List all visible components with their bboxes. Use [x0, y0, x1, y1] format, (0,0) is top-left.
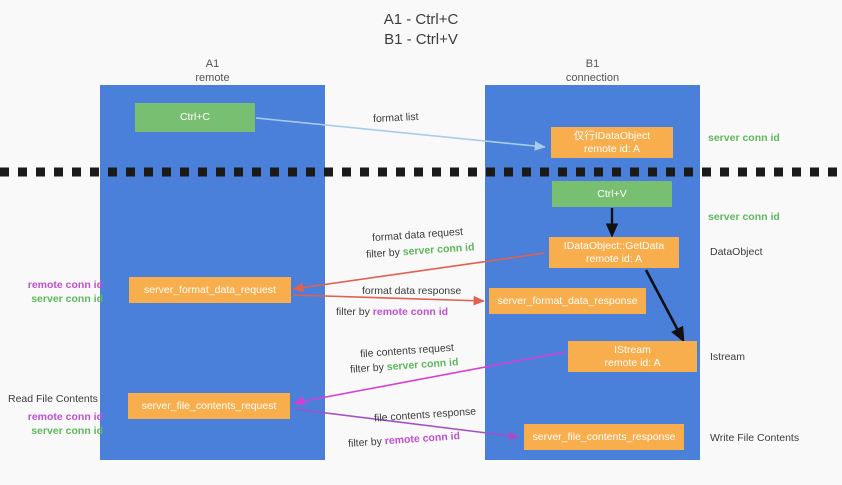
annotation-format-list: format list — [373, 110, 419, 126]
box-ctrl-c-label: Ctrl+C — [179, 111, 211, 123]
server-conn-id-1: server conn id — [402, 241, 475, 259]
label-read-file-contents: Read File Contents — [8, 393, 98, 405]
filter-by-label-1: filter by — [365, 246, 404, 261]
lane-b1-name: B1 — [585, 58, 600, 70]
annotation-file-contents-response: file contents response — [374, 404, 477, 425]
annotation-format-data-response: format data response — [362, 284, 461, 298]
box-istream[interactable]: IStream remote id: A — [568, 341, 697, 372]
label-istream: Istream — [710, 351, 746, 363]
label-dataobject: DataObject — [710, 246, 763, 258]
box-istream-title: IStream — [614, 343, 651, 356]
label-server-conn-id-left-1: server conn id — [31, 293, 103, 305]
label-conn-ids-bottom-left: remote conn id server conn id — [8, 410, 103, 438]
box-file-contents-response-label: server_file_contents_response — [532, 430, 676, 443]
box-server-file-contents-request[interactable]: server_file_contents_request — [128, 393, 290, 419]
box-getdata-subtitle: remote id: A — [585, 252, 643, 265]
title-line-2: B1 - Ctrl+V — [384, 31, 458, 48]
lane-a1-role: remote — [195, 72, 230, 84]
box-server-format-data-request[interactable]: server_format_data_request — [129, 277, 291, 303]
box-idataobject[interactable]: 仅行IDataObject remote id: A — [551, 127, 673, 158]
box-getdata-title: IDataObject::GetData — [563, 239, 665, 252]
diagram-title: A1 - Ctrl+C B1 - Ctrl+V — [0, 10, 842, 50]
filter-by-label-2: filter by — [336, 306, 373, 318]
box-server-format-data-response[interactable]: server_format_data_response — [489, 288, 646, 314]
box-idataobject-subtitle: remote id: A — [583, 142, 641, 155]
box-istream-subtitle: remote id: A — [604, 356, 661, 369]
annotation-format-data-response-text: format data response — [362, 285, 462, 297]
annotation-file-contents-response-text: file contents response — [373, 405, 477, 425]
label-server-conn-id-mid: server conn id — [708, 211, 780, 223]
label-server-conn-id-top: server conn id — [708, 132, 780, 144]
box-file-contents-request-label: server_file_contents_request — [141, 399, 277, 412]
filter-by-label-4: filter by — [347, 435, 386, 450]
label-remote-conn-id-left-2: remote conn id — [27, 411, 103, 423]
lane-b1-role: connection — [565, 72, 620, 84]
annotation-filter-remote-conn-1: filter by remote conn id — [336, 305, 448, 319]
lane-header-a1: A1 remote — [100, 57, 325, 85]
label-conn-ids-top-left: remote conn id server conn id — [8, 278, 103, 306]
box-ctrl-c[interactable]: Ctrl+C — [135, 103, 255, 132]
box-format-data-response-label: server_format_data_response — [497, 294, 638, 307]
box-server-file-contents-response[interactable]: server_file_contents_response — [524, 424, 684, 450]
lane-a1-name: A1 — [205, 58, 220, 70]
label-server-conn-id-left-2: server conn id — [31, 425, 103, 437]
remote-conn-id-1: remote conn id — [372, 306, 449, 318]
filter-by-label-3: filter by — [349, 361, 388, 376]
server-conn-id-2: server conn id — [386, 356, 459, 374]
box-format-data-request-label: server_format_data_request — [144, 283, 276, 296]
lane-header-b1: B1 connection — [485, 57, 700, 85]
box-idataobject-title: 仅行IDataObject — [573, 129, 651, 142]
label-remote-conn-id-left-1: remote conn id — [27, 279, 103, 291]
box-idataobject-getdata[interactable]: IDataObject::GetData remote id: A — [549, 237, 679, 268]
title-line-1: A1 - Ctrl+C — [383, 11, 459, 28]
box-ctrl-v[interactable]: Ctrl+V — [552, 181, 672, 207]
annotation-filter-remote-conn-2: filter by remote conn id — [348, 429, 461, 451]
annotation-format-list-text: format list — [372, 110, 419, 126]
remote-conn-id-2: remote conn id — [384, 430, 461, 448]
box-ctrl-v-label: Ctrl+V — [597, 187, 627, 200]
label-write-file-contents: Write File Contents — [710, 432, 800, 444]
